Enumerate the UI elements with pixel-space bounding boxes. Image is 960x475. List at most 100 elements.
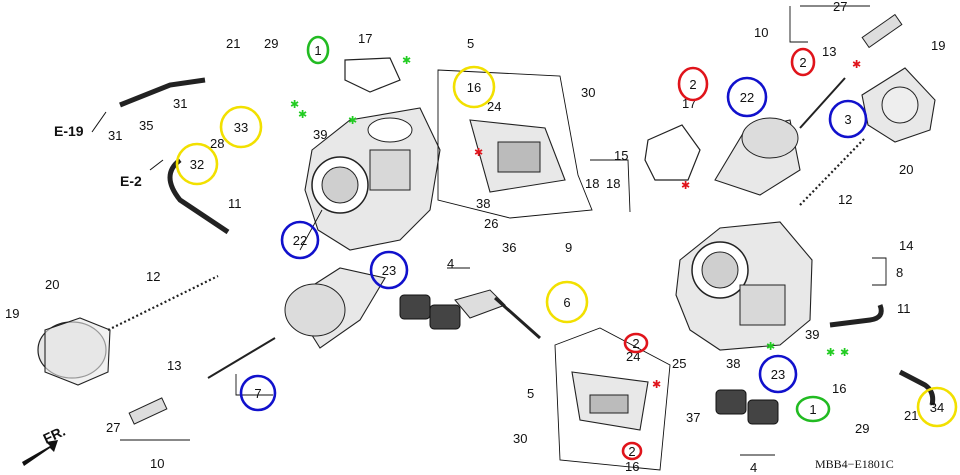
right-spring: [799, 137, 866, 206]
callout-number: 23: [771, 367, 785, 382]
leader-brackets: [120, 5, 887, 456]
right-carburetor-body: [675, 221, 813, 351]
part-label: 12: [146, 269, 160, 284]
callout-circle-green: [795, 395, 831, 423]
callout-number: 2: [689, 77, 696, 92]
callout-number: 2: [632, 336, 639, 351]
part-label: 26: [484, 216, 498, 231]
part-label: 14: [899, 238, 913, 253]
part-label: 29: [264, 36, 278, 51]
callout-circle-yellow: [219, 105, 263, 149]
part-label: 4: [447, 256, 454, 271]
part-label: 21: [226, 36, 240, 51]
part-label: 10: [150, 456, 164, 471]
part-label: 28: [210, 136, 224, 151]
part-label: 13: [167, 358, 181, 373]
callout-number: 34: [930, 400, 944, 415]
ref-label-e2: E-2: [120, 173, 142, 189]
diagram-code: MBB4−E1801C: [815, 457, 894, 471]
part-label: 5: [527, 386, 534, 401]
lower-float-bowl: [554, 327, 671, 471]
part-label: 12: [838, 192, 852, 207]
green-stars: ✱ ✱ ✱ ✱ ✱ ✱ ✱: [290, 55, 849, 359]
callout-circle-red: [790, 47, 816, 77]
part-label: 19: [5, 306, 19, 321]
callout-circle-blue: [828, 99, 868, 139]
part-label: 21: [904, 408, 918, 423]
callout-number: 3: [844, 112, 851, 127]
callout-circle-yellow: [916, 386, 958, 428]
callout-circle-green: [306, 35, 330, 65]
part-label: 35: [139, 118, 153, 133]
callout-number: 22: [293, 233, 307, 248]
callout-number: 6: [563, 295, 570, 310]
upper-float-bowl: [437, 69, 593, 219]
part-label: 11: [897, 301, 911, 316]
part-label: 27: [106, 420, 120, 435]
right-vacuum-piston: [714, 117, 801, 196]
green-star-marker: ✱: [348, 115, 357, 127]
red-star-marker: ✱: [652, 379, 661, 391]
part-label: 30: [581, 85, 595, 100]
callout-number: 23: [382, 263, 396, 278]
callout-number: 16: [467, 80, 481, 95]
front-label: FR.: [41, 423, 68, 447]
part-label: 38: [476, 196, 490, 211]
part-label: 20: [45, 277, 59, 292]
part-label: 15: [614, 148, 628, 163]
needle-parts: [128, 13, 903, 425]
callout-number: 32: [190, 157, 204, 172]
callout-circle-blue: [280, 220, 320, 260]
green-star-marker: ✱: [298, 109, 307, 121]
part-label: 29: [855, 421, 869, 436]
left-vacuum-piston: [284, 267, 386, 349]
callout-number: 2: [799, 55, 806, 70]
part-label: 36: [502, 240, 516, 255]
part-label: 9: [565, 240, 572, 255]
part-label: 5: [467, 36, 474, 51]
part-label: 39: [805, 327, 819, 342]
part-label: 10: [754, 25, 768, 40]
green-star-marker: ✱: [766, 341, 775, 353]
part-label: 4: [750, 460, 757, 475]
callout-circle-red: [677, 66, 709, 102]
part-label: 8: [896, 265, 903, 280]
callout-circle-yellow: [452, 65, 496, 109]
part-label: 39: [313, 127, 327, 142]
callout-number: 7: [254, 386, 261, 401]
part-label: 17: [358, 31, 372, 46]
green-star-marker: ✱: [840, 347, 849, 359]
part-label: 25: [672, 356, 686, 371]
red-stars: ✱ ✱ ✱ ✱: [474, 59, 861, 391]
callout-circle-blue: [758, 354, 798, 394]
red-star-marker: ✱: [852, 59, 861, 71]
callout-circle-yellow: [545, 280, 589, 324]
part-label: 18: [585, 176, 599, 191]
part-labels: 27 10 13 19 20 12 17 18 18 15 14 8 11 39…: [5, 0, 945, 475]
callout-circle-blue: [369, 250, 409, 290]
callout-circle-blue: [726, 76, 768, 118]
part-label: 20: [899, 162, 913, 177]
part-label: 24: [487, 99, 501, 114]
left-spring: [107, 275, 219, 331]
front-arrow: FR.: [22, 423, 68, 466]
part-label: 27: [833, 0, 847, 14]
callout-circle-yellow: [175, 142, 219, 186]
callout-number: 1: [314, 43, 321, 58]
callout-number: 1: [809, 402, 816, 417]
part-label: 13: [822, 44, 836, 59]
part-label: 31: [108, 128, 122, 143]
callout-circle-red: [621, 441, 643, 461]
callout-circles: 1 22 23 7 33 32 16 6 2 22 3 2 2: [175, 35, 958, 461]
part-label: 18: [606, 176, 620, 191]
part-label: 16: [625, 459, 639, 474]
part-label: 38: [726, 356, 740, 371]
gaskets: [344, 57, 701, 181]
green-star-marker: ✱: [826, 347, 835, 359]
part-label: 16: [832, 381, 846, 396]
part-label: 11: [228, 196, 242, 211]
right-top-cover: [861, 67, 936, 143]
left-carburetor-body: [299, 107, 441, 251]
left-top-cover: [37, 317, 111, 386]
